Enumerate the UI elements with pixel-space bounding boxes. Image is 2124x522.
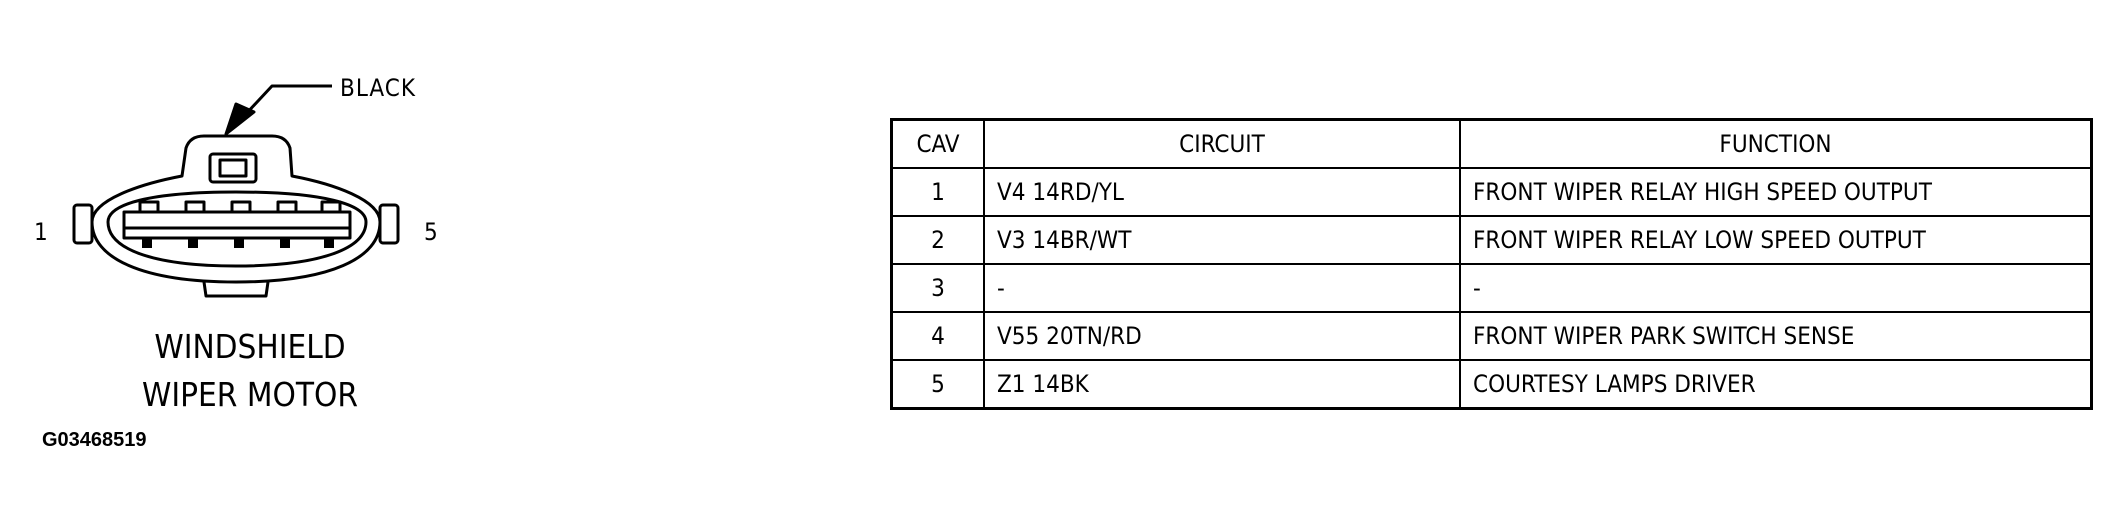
terminal-5 [324, 238, 334, 248]
terminal-4 [280, 238, 290, 248]
function-cell: - [1459, 263, 2093, 313]
circuit-cell: Z1 14BK [983, 359, 1461, 410]
connector-drawing [72, 84, 400, 298]
cav-cell: 5 [890, 359, 985, 410]
header-function: FUNCTION [1459, 118, 2093, 169]
cav-cell: 3 [890, 263, 985, 313]
cav-cell: 4 [890, 311, 985, 361]
table-row: 1 V4 14RD/YL FRONT WIPER RELAY HIGH SPEE… [890, 167, 2093, 217]
table-row: 4 V55 20TN/RD FRONT WIPER PARK SWITCH SE… [890, 311, 2093, 361]
table-row: 2 V3 14BR/WT FRONT WIPER RELAY LOW SPEED… [890, 215, 2093, 265]
terminal-3 [234, 238, 244, 248]
pin-number-right: 5 [424, 218, 438, 246]
function-cell: FRONT WIPER RELAY HIGH SPEED OUTPUT [1459, 167, 2093, 217]
header-cav: CAV [890, 118, 985, 169]
pin-number-left: 1 [34, 218, 48, 246]
table-header-row: CAV CIRCUIT FUNCTION [890, 118, 2093, 169]
function-cell: COURTESY LAMPS DRIVER [1459, 359, 2093, 410]
circuit-cell: V4 14RD/YL [983, 167, 1461, 217]
table-row: 5 Z1 14BK COURTESY LAMPS DRIVER [890, 359, 2093, 410]
cav-cell: 1 [890, 167, 985, 217]
pinout-table: CAV CIRCUIT FUNCTION 1 V4 14RD/YL FRONT … [890, 118, 2093, 410]
function-cell: FRONT WIPER PARK SWITCH SENSE [1459, 311, 2093, 361]
cav-cell: 2 [890, 215, 985, 265]
connector-housing [90, 134, 382, 284]
header-circuit: CIRCUIT [983, 118, 1461, 169]
circuit-cell: V55 20TN/RD [983, 311, 1461, 361]
lock-tab [208, 152, 258, 184]
arrow-head [224, 102, 256, 136]
connector-inner [106, 190, 368, 268]
table-row: 3 - - [890, 263, 2093, 313]
function-cell: FRONT WIPER RELAY LOW SPEED OUTPUT [1459, 215, 2093, 265]
leader-line [242, 84, 332, 118]
figure-id: G03468519 [42, 429, 147, 451]
terminal-2 [188, 238, 198, 248]
circuit-cell: V3 14BR/WT [983, 215, 1461, 265]
right-ear [378, 203, 400, 245]
connector-title-line2: WIPER MOTOR [142, 375, 358, 414]
connector-title-line1: WINDSHIELD [154, 327, 346, 366]
left-ear [72, 203, 94, 245]
bottom-key [202, 281, 270, 298]
cavity-strip [122, 210, 352, 240]
circuit-cell: - [983, 263, 1461, 313]
terminal-1 [142, 238, 152, 248]
connector-color-label: BLACK [340, 74, 416, 102]
